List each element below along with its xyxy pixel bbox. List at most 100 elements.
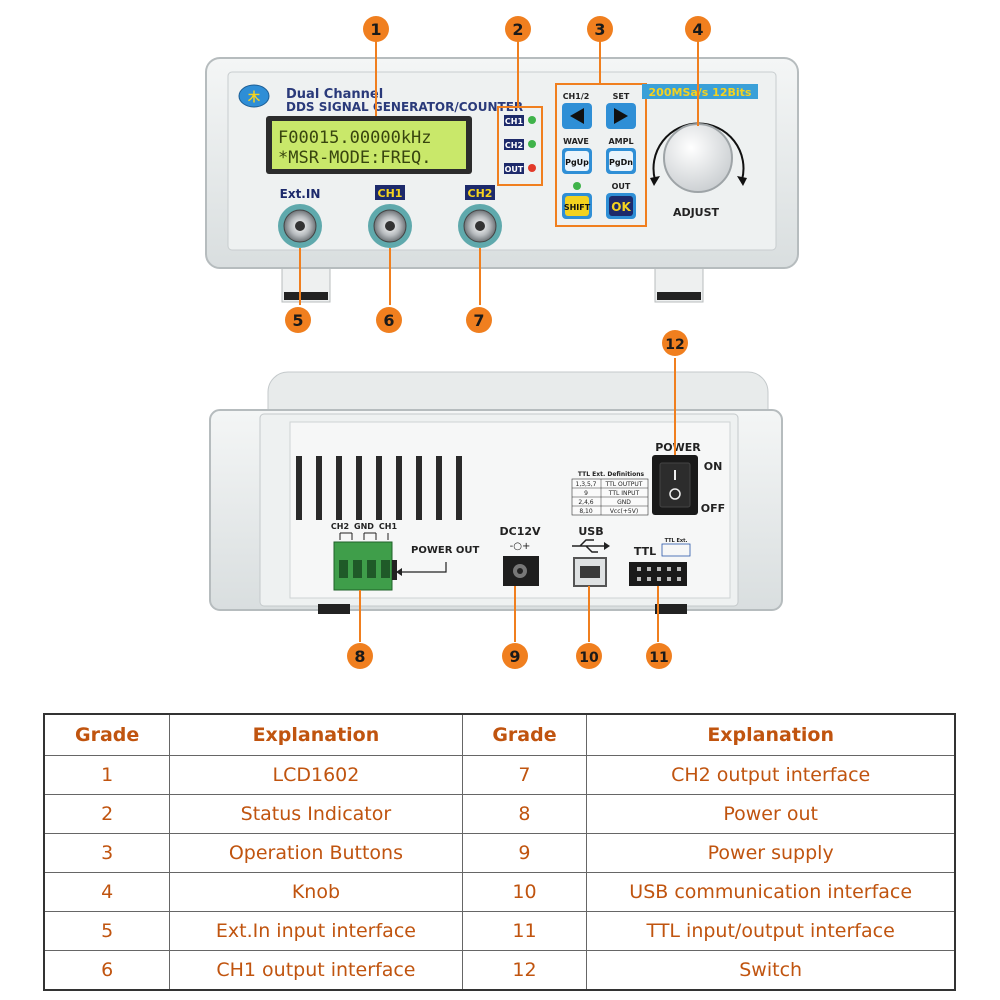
table-cell: 1 (43, 755, 171, 795)
shift-label: SHIFT (564, 203, 591, 212)
pgup-label: PgUp (565, 158, 589, 167)
ttl-small-label: TTL Ext. (665, 538, 688, 544)
ttl-header[interactable] (629, 562, 687, 586)
table-cell: 11 (461, 911, 588, 951)
table-cell: LCD1602 (169, 755, 463, 795)
indicator-ch2-label: CH2 (505, 141, 523, 150)
lcd-line2: *MSR-MODE:FREQ. (278, 148, 432, 168)
table-row: 3 Operation Buttons 9 Power supply (43, 833, 956, 873)
ch2-port-label: CH2 (468, 187, 493, 200)
lcd-screen (272, 121, 466, 169)
terminal-label-ch2: CH2 (331, 522, 349, 531)
callout-number: 11 (649, 650, 668, 666)
table-cell: 5 (43, 911, 171, 951)
adjust-knob[interactable] (663, 123, 733, 193)
right-arrow-icon (614, 108, 628, 124)
callout-number: 4 (692, 20, 703, 39)
power-label: POWER (655, 441, 701, 454)
vent-slots (296, 456, 462, 520)
label-ampl: AMPL (608, 137, 633, 146)
table-cell: CH1 output interface (169, 950, 463, 991)
table-row: 1 LCD1602 7 CH2 output interface (43, 755, 956, 795)
spec-badge (642, 84, 758, 99)
usb-icon (572, 539, 604, 553)
back-foot-right (655, 604, 687, 614)
callout-number: 5 (292, 311, 303, 330)
callout-number: 12 (665, 337, 684, 353)
table-cell: Ext.In input interface (169, 911, 463, 951)
left-arrow-icon (570, 108, 584, 124)
ext-in-label: Ext.IN (280, 187, 321, 201)
terminal-label-ch1: CH1 (379, 522, 398, 531)
adjust-label: ADJUST (673, 206, 720, 219)
callout-number: 3 (594, 20, 605, 39)
back-foot-left (318, 604, 350, 614)
callout-marker (646, 643, 672, 669)
header-explanation: Explanation (586, 713, 956, 756)
callout-marker (505, 16, 531, 42)
ch1-port-label: CH1 (378, 187, 403, 200)
table-cell: 7 (461, 755, 588, 795)
table-cell: Status Indicator (169, 794, 463, 834)
device-diagram: 木 Dual Channel DDS SIGNAL GENERATOR/COUN… (205, 16, 799, 669)
header-explanation: Explanation (169, 713, 463, 756)
callout-marker (466, 307, 492, 333)
table-header-row: Grade Explanation Grade Explanation (43, 713, 956, 756)
table-cell: CH2 output interface (586, 755, 956, 795)
table-cell: 8 (461, 794, 588, 834)
ttl-def-func: TTL OUTPUT (605, 481, 643, 488)
table-cell: TTL input/output interface (586, 911, 956, 951)
callout-number: 2 (512, 20, 523, 39)
indicator-ch1-label: CH1 (505, 117, 524, 126)
ok-label: OK (611, 200, 631, 214)
header-grade: Grade (461, 713, 588, 756)
table-cell: 2 (43, 794, 171, 834)
table-cell: 4 (43, 872, 171, 912)
indicator-ch1-led (528, 116, 536, 124)
ttl-def-pins: 2,4,6 (578, 499, 593, 506)
dc-polarity-icon: -○+ (510, 541, 531, 552)
front-panel: 木 Dual Channel DDS SIGNAL GENERATOR/COUN… (205, 57, 799, 303)
table-cell: 9 (461, 833, 588, 873)
table-cell: Power out (586, 794, 956, 834)
callout-marker (662, 330, 688, 356)
table-cell: 6 (43, 950, 171, 991)
callout-number: 1 (370, 20, 381, 39)
callout-marker (347, 643, 373, 669)
callout-marker (576, 643, 602, 669)
callout-marker (587, 16, 613, 42)
ttl-definitions-panel: TTL Ext. Definitions 1,3,5,7 TTL OUTPUT … (571, 471, 649, 516)
label-out: OUT (612, 182, 631, 191)
table-cell: Knob (169, 872, 463, 912)
ttl-def-pins: 8,10 (579, 508, 593, 515)
indicator-frame (497, 106, 543, 186)
callout-marker (685, 16, 711, 42)
table-cell: USB communication interface (586, 872, 956, 912)
terminal-label-gnd: GND (354, 522, 374, 531)
ttl-def-func: TTL INPUT (608, 490, 640, 497)
callout-number: 10 (579, 650, 599, 666)
indicator-out-label: OUT (505, 165, 524, 174)
callout-number: 9 (509, 647, 520, 666)
table-cell: 12 (461, 950, 588, 991)
indicator-ch2-led (528, 140, 536, 148)
callout-number: 8 (354, 647, 365, 666)
power-out-label: POWER OUT (411, 545, 479, 556)
ttl-def-pins: 1,3,5,7 (576, 481, 597, 488)
table-row: 6 CH1 output interface 12 Switch (43, 950, 956, 991)
callout-number: 6 (383, 311, 394, 330)
brand-line2: DDS SIGNAL GENERATOR/COUNTER (286, 100, 523, 114)
table-cell: 3 (43, 833, 171, 873)
table-cell: Operation Buttons (169, 833, 463, 873)
brand-line1: Dual Channel (286, 87, 383, 102)
callout-marker (285, 307, 311, 333)
label-ch12: CH1/2 (563, 92, 590, 101)
table-cell: Switch (586, 950, 956, 991)
callout-marker (363, 16, 389, 42)
ttl-def-func: Vcc(+5V) (610, 508, 638, 515)
label-set: SET (613, 92, 630, 101)
svg-text:木: 木 (247, 89, 261, 104)
brand-logo (238, 84, 270, 108)
usb-port[interactable] (573, 557, 607, 587)
spec-badge-text: 200MSa/s 12Bits (649, 86, 752, 99)
